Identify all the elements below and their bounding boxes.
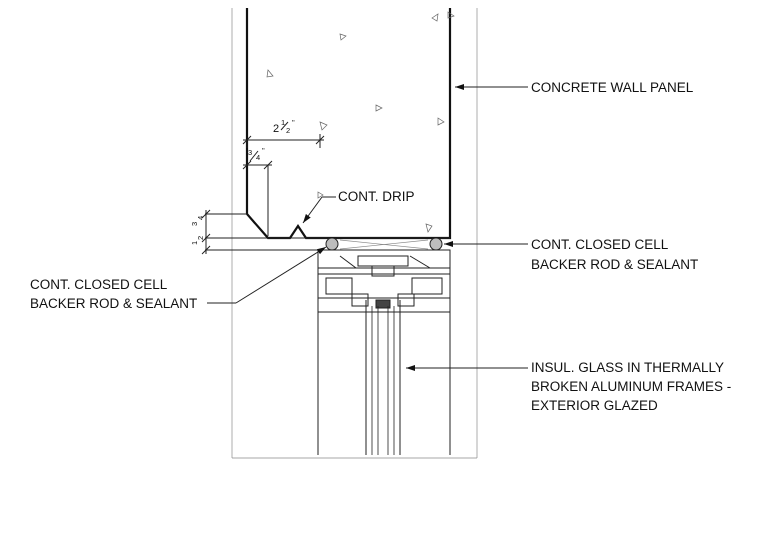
dim-1-2-vert-num: 1: [190, 241, 199, 245]
backer-rod-left: [325, 237, 339, 251]
aluminum-frame-head: [317, 249, 451, 313]
backer-rod-right: [429, 237, 443, 251]
dim-3-4-den: 4: [256, 153, 260, 162]
label-concrete-wall-panel: CONCRETE WALL PANEL: [531, 80, 694, 95]
label-glass-line2: BROKEN ALUMINUM FRAMES -: [531, 379, 731, 394]
label-glass-line3: EXTERIOR GLAZED: [531, 398, 658, 413]
dim-3-4-vert-den: 4: [196, 216, 205, 220]
label-backer-rod-right-line1: CONT. CLOSED CELL: [531, 237, 669, 252]
dim-1-2-vert-den: 2: [196, 236, 205, 240]
aggregate-hatch: [266, 11, 455, 233]
concrete-wall-panel: [205, 8, 455, 240]
dimension-3-4-inch-top: 3 4 ": [242, 146, 273, 236]
dim-3-4-vert-num: 3: [190, 222, 199, 226]
joint-sealant-zone: [205, 237, 450, 251]
label-backer-rod-left-line2: BACKER ROD & SEALANT: [30, 296, 197, 311]
dim-2-half-den: 2: [286, 126, 290, 135]
construction-lines: [231, 8, 478, 459]
dimension-vertical-stack: 3 4 1 2: [190, 209, 211, 255]
dim-2-half-unit: ": [292, 118, 295, 127]
dim-3-4-num: 3: [248, 148, 252, 157]
label-backer-rod-left-line1: CONT. CLOSED CELL: [30, 277, 168, 292]
dim-3-4-unit: ": [262, 146, 265, 155]
dimension-2-half-inch: 2 1 2 ": [242, 118, 325, 148]
insulated-glass-unit: [317, 300, 451, 455]
leader-lines: [207, 84, 528, 371]
label-backer-rod-right-line2: BACKER ROD & SEALANT: [531, 257, 698, 272]
dim-2-half-whole: 2: [273, 123, 279, 135]
label-cont-drip: CONT. DRIP: [338, 189, 415, 204]
label-glass-line1: INSUL. GLASS IN THERMALLY: [531, 360, 724, 375]
dim-2-half-num: 1: [281, 118, 285, 127]
